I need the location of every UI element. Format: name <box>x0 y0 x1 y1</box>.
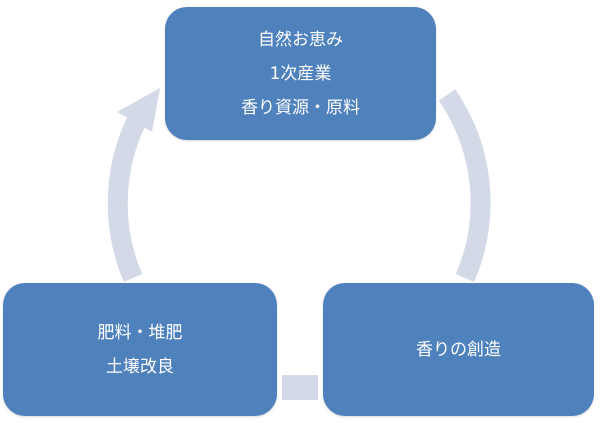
node-text: 自然お恵み <box>258 29 343 50</box>
node-text: 香りの創造 <box>416 339 501 360</box>
node-text: 肥料・堆肥 <box>97 322 183 343</box>
node-fragrance-creation: 香りの創造 <box>323 283 594 416</box>
node-text: 香り資源・原料 <box>241 97 360 118</box>
node-text: 土壌改良 <box>106 356 174 377</box>
node-fertilizer: 肥料・堆肥 土壌改良 <box>3 283 277 416</box>
arrow-left-arc <box>107 113 147 282</box>
arrow-bottom-connector <box>282 375 318 400</box>
node-natural-resources: 自然お恵み 1次産業 香り資源・原料 <box>165 7 436 140</box>
arrowhead-icon <box>117 88 160 132</box>
arrow-right-arc <box>438 89 491 282</box>
node-text: 1次産業 <box>269 63 332 84</box>
